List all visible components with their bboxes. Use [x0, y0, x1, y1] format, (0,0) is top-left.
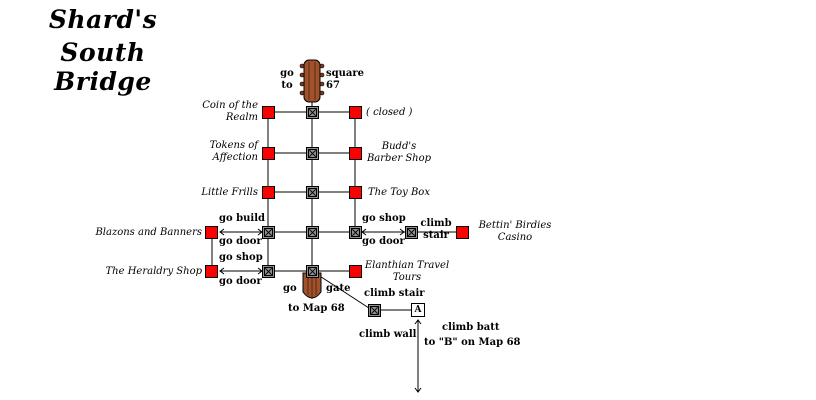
cmd-climb-batt: climb batt — [442, 322, 500, 333]
label-elanthian-travel-tours: Elanthian Travel Tours — [364, 260, 450, 283]
cmd-go-door-heraldry: go door — [219, 276, 262, 287]
cmd-go-gate-left: go — [283, 283, 297, 294]
connection — [311, 270, 373, 311]
map-title-line1: Shard's — [48, 5, 158, 34]
casino-stair-node[interactable] — [405, 226, 418, 239]
cmd-go-shop-casino: go shop — [362, 213, 406, 224]
label-the-heraldry-shop: The Heraldry Shop — [105, 266, 202, 277]
shop-tokens-of-affection[interactable] — [262, 147, 275, 160]
cmd-go-build: go build — [219, 213, 265, 224]
cmd-climb-stair-casino: climb stair — [420, 218, 452, 241]
label-the-toy-box: The Toy Box — [368, 187, 430, 198]
marker-a[interactable]: A — [411, 303, 425, 317]
street-node[interactable] — [262, 265, 275, 278]
shop-little-frills[interactable] — [262, 186, 275, 199]
label-budds-barber-shop: Budd's Barber Shop — [366, 141, 432, 164]
cmd-climb-stair-travel: climb stair — [364, 288, 425, 299]
label-bettin-birdies-casino: Bettin' Birdies Casino — [478, 220, 552, 243]
street-node[interactable] — [306, 147, 319, 160]
street-node[interactable] — [306, 186, 319, 199]
cmd-go-shop-heraldry: go shop — [219, 252, 263, 263]
street-node[interactable] — [306, 265, 319, 278]
shop-closed[interactable] — [349, 106, 362, 119]
double-arrow — [414, 319, 422, 393]
shop-budds-barber-shop[interactable] — [349, 147, 362, 160]
double-arrow — [219, 228, 263, 236]
street-node[interactable] — [306, 106, 319, 119]
label-little-frills: Little Frills — [201, 187, 258, 198]
cmd-climb-wall: climb wall — [359, 329, 417, 340]
street-node[interactable] — [262, 226, 275, 239]
cmd-go-door-blazons: go door — [219, 236, 262, 247]
travel-stair-node[interactable] — [368, 304, 381, 317]
double-arrow — [219, 267, 263, 275]
shop-coin-of-the-realm[interactable] — [262, 106, 275, 119]
street-node[interactable] — [349, 226, 362, 239]
shop-blazons-and-banners[interactable] — [205, 226, 218, 239]
double-arrow — [361, 228, 405, 236]
cmd-to-map-68: to Map 68 — [288, 303, 345, 314]
north-bridge-exit[interactable] — [299, 59, 325, 103]
street-node[interactable] — [306, 226, 319, 239]
south-gate-exit[interactable] — [302, 272, 322, 299]
cmd-square-67: square 67 — [326, 68, 365, 91]
label-tokens-of-affection: Tokens of Affection — [209, 140, 258, 163]
cmd-go-gate-right: gate — [326, 283, 351, 294]
label-blazons-and-banners: Blazons and Banners — [95, 227, 202, 238]
cmd-go-door-casino: go door — [362, 236, 405, 247]
label-closed: ( closed ) — [366, 107, 413, 118]
shop-the-toy-box[interactable] — [349, 186, 362, 199]
label-coin-of-the-realm: Coin of the Realm — [202, 100, 258, 123]
map-title-line2: South Bridge — [54, 38, 152, 96]
shop-the-heraldry-shop[interactable] — [205, 265, 218, 278]
cmd-to-b-on-map-68: to "B" on Map 68 — [424, 337, 521, 348]
cmd-go-to: go to — [280, 68, 294, 91]
shop-bettin-birdies-casino[interactable] — [456, 226, 469, 239]
shop-elanthian-travel-tours[interactable] — [349, 265, 362, 278]
